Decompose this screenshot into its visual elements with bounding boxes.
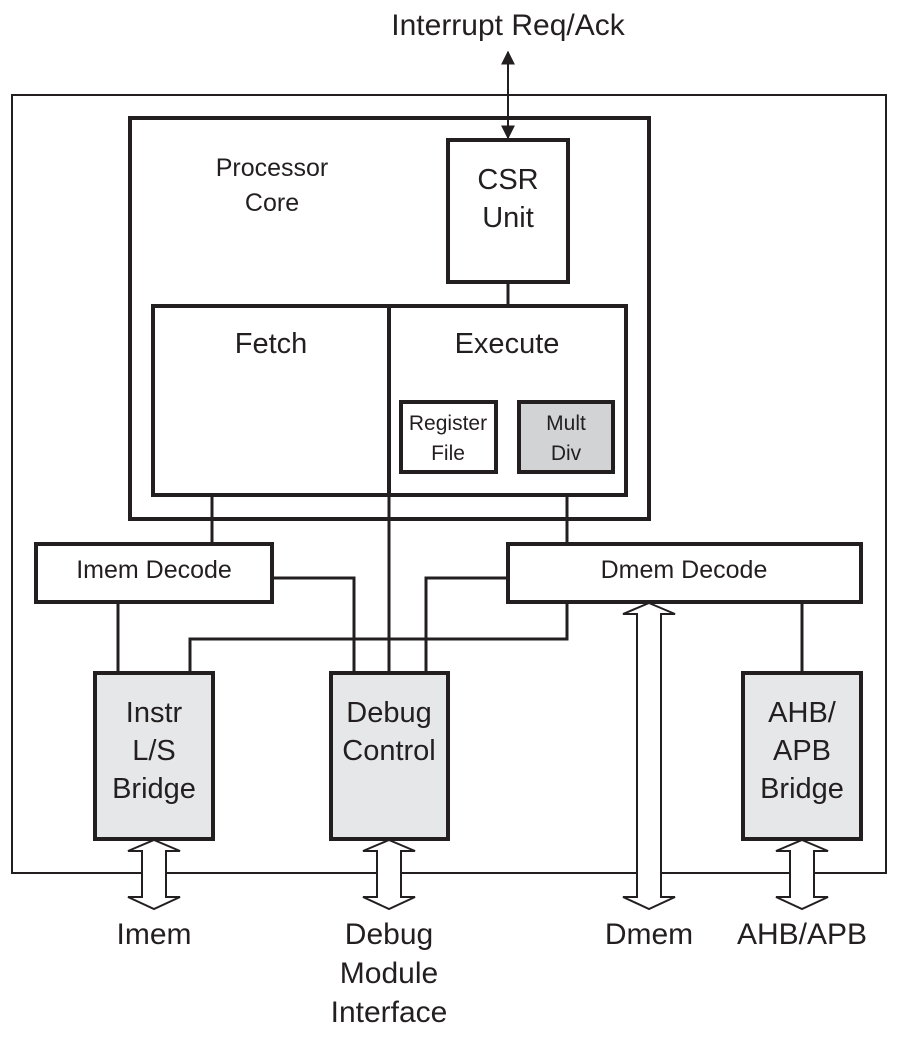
dmem-interface-label: Dmem <box>605 918 693 951</box>
ahb-bridge-label-1: AHB/ <box>768 697 837 729</box>
processor-core-label-2: Core <box>245 189 299 217</box>
imem-decode-block <box>34 542 274 604</box>
ahb-bridge-label-3: Bridge <box>760 773 844 805</box>
csr-unit-block <box>446 138 570 284</box>
csr-unit-label-1: CSR <box>477 164 538 196</box>
register-file-label-1: Register <box>409 412 487 435</box>
dmem-decode-block <box>506 542 863 604</box>
execute-label: Execute <box>455 328 560 360</box>
ahb-apb-bridge-block <box>741 671 863 841</box>
fetch-label: Fetch <box>235 328 308 360</box>
ahb-bridge-label-2: APB <box>773 735 831 767</box>
interrupt-label: Interrupt Req/Ack <box>391 9 625 42</box>
debug-interface-label-1: Debug <box>345 918 433 951</box>
csr-unit-label-2: Unit <box>482 202 534 234</box>
ahb-apb-interface-label: AHB/APB <box>737 918 867 951</box>
debug-interface-label-2: Module <box>340 957 438 990</box>
chip-boundary <box>11 94 887 874</box>
debug-bus-arrow <box>362 838 416 911</box>
mult-div-label-1: Mult <box>546 412 586 435</box>
instr-bridge-label-1: Instr <box>126 697 183 729</box>
dmem-to-debug-wire <box>424 576 508 673</box>
imem-bus-arrow <box>127 838 181 911</box>
instr-bridge-label-3: Bridge <box>112 773 196 805</box>
imem-to-debug-wire <box>272 576 356 673</box>
debug-interface-label-3: Interface <box>331 996 448 1029</box>
processor-core-label-1: Processor <box>216 154 329 182</box>
mult-div-block <box>517 400 615 474</box>
mult-div-label-2: Div <box>551 442 582 465</box>
ahb-apb-bus-arrow <box>775 838 829 911</box>
dmem-decode-label: Dmem Decode <box>601 556 768 584</box>
debug-control-label-1: Debug <box>346 697 431 729</box>
imem-decode-label: Imem Decode <box>76 556 232 584</box>
debug-control-block <box>329 671 450 841</box>
dmem-to-instr-bridge-wire <box>188 602 569 673</box>
imem-interface-label: Imem <box>117 918 192 951</box>
instr-bridge-label-2: L/S <box>132 735 176 767</box>
register-file-label-2: File <box>431 442 465 465</box>
debug-control-label-2: Control <box>342 735 436 767</box>
register-file-block <box>399 400 498 474</box>
instr-ls-bridge-block <box>93 671 215 841</box>
dmem-bus-arrow <box>622 601 676 911</box>
